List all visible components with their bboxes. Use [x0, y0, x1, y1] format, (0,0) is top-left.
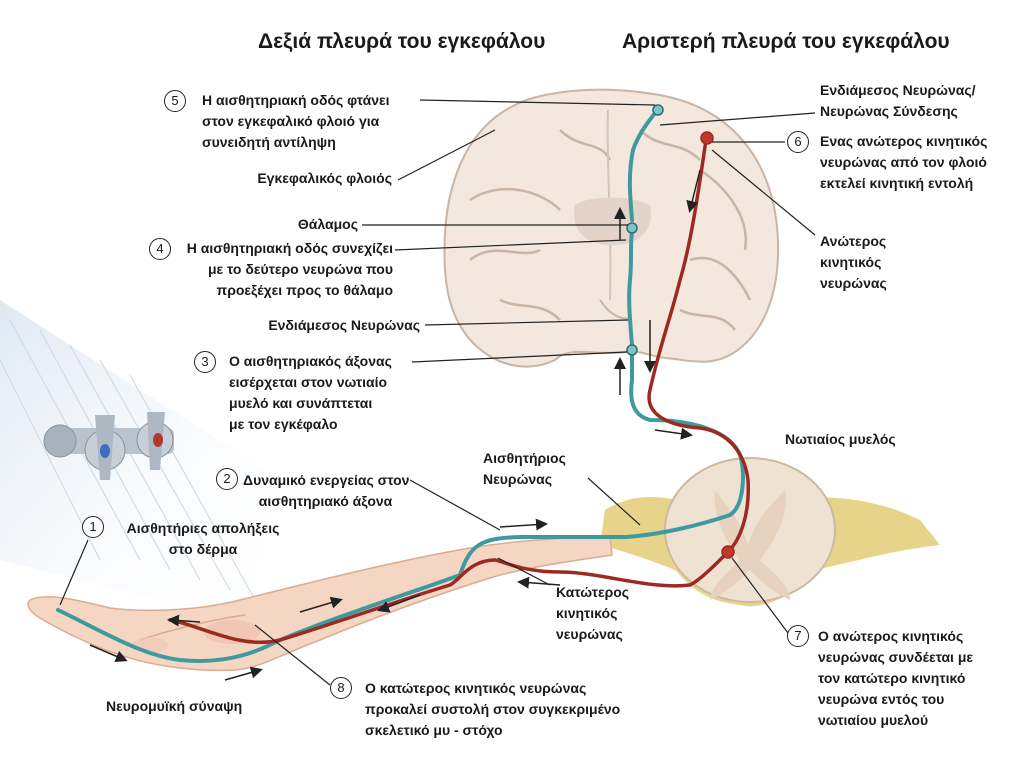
step-8-number: 8	[330, 677, 352, 699]
step-8-text: Ο κατώτερος κινητικός νευρώνας προκαλεί …	[365, 680, 621, 738]
step-6-text: Ενας ανώτερος κινητικός νευρώνας από τον…	[820, 133, 988, 191]
step-7-text: Ο ανώτερος κινητικός νευρώνας συνδέεται …	[818, 628, 974, 728]
label-interneuron-top: Ενδιάμεσος Νευρώνας/ Νευρώνας Σύνδεσης	[820, 82, 976, 119]
label-neuromuscular-junction: Νευρομυϊκή σύναψη	[106, 698, 243, 714]
step-1-text: Αισθητήριες απολήξεις στο δέρμα	[126, 520, 280, 557]
step-7-number: 7	[787, 625, 809, 647]
step-5-number: 5	[164, 90, 186, 112]
step-4-text: Η αισθητηριακή οδός συνεχίζει με το δεύτ…	[186, 240, 393, 298]
label-upper-motor-neuron: Ανώτερος κινητικός νευρώνας	[820, 233, 887, 291]
step-2-number: 2	[216, 468, 238, 490]
title-left-side: Αριστερή πλευρά του εγκεφάλου	[622, 30, 950, 53]
spinal-cord-illustration	[600, 457, 940, 607]
label-interneuron: Ενδιάμεσος Νευρώνας	[268, 317, 420, 333]
step-5-text: Η αισθητηριακή οδός φτάνει στον εγκεφαλι…	[202, 92, 390, 150]
faucet-illustration	[43, 412, 174, 480]
label-sensory-neuron: Αισθητήριος Νευρώνας	[483, 450, 566, 487]
flow-arrows	[89, 169, 701, 681]
label-lower-motor-neuron: Κατώτερος κινητικός νευρώνας	[556, 584, 630, 642]
label-cortex: Εγκεφαλικός φλοιός	[257, 170, 392, 186]
leader-lines	[59, 99, 816, 686]
step-1-number: 1	[82, 516, 104, 538]
shower-background	[0, 300, 280, 620]
step-2-text: Δυναμικό ενεργείας στον αισθητηριακό άξο…	[243, 472, 410, 509]
sensory-synapses	[626, 104, 664, 356]
step-3-text: Ο αισθητηριακός άξονας εισέρχεται στον ν…	[229, 353, 392, 432]
title-right-side: Δεξιά πλευρά του εγκεφάλου	[258, 30, 546, 53]
step-6-number: 6	[787, 131, 809, 153]
label-thalamus: Θάλαμος	[297, 216, 358, 232]
motor-neuron-bodies	[700, 131, 735, 559]
step-3-number: 3	[194, 351, 216, 373]
step-4-number: 4	[149, 238, 171, 260]
label-spinal-cord: Νωτιαίος μυελός	[785, 431, 896, 447]
brain-illustration	[443, 88, 780, 368]
